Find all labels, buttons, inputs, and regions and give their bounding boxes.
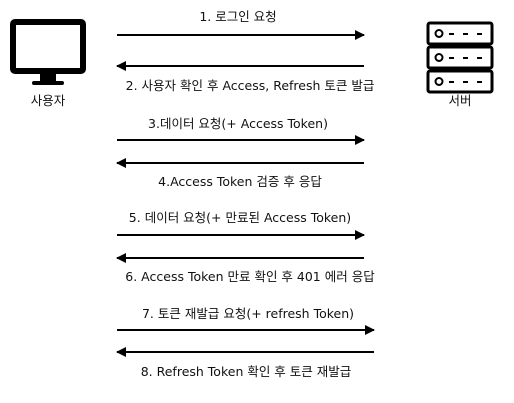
message-1: 1. 로그인 요청 — [117, 9, 365, 40]
message-2-label: 2. 사용자 확인 후 Access, Refresh 토큰 발급 — [126, 78, 375, 93]
message-8: 8. Refresh Token 확인 후 토큰 재발급 — [116, 347, 374, 379]
server-icon — [426, 21, 494, 94]
message-6: 6. Access Token 만료 확인 후 401 에러 응답 — [116, 253, 375, 284]
message-2: 2. 사용자 확인 후 Access, Refresh 토큰 발급 — [116, 61, 375, 93]
message-7-label: 7. 토큰 재발급 요청(+ refresh Token) — [142, 306, 354, 321]
message-3-label: 3.데이터 요청(+ Access Token) — [148, 116, 328, 131]
client-label: 사용자 — [31, 93, 66, 108]
server-label: 서버 — [448, 93, 471, 108]
message-7: 7. 토큰 재발급 요청(+ refresh Token) — [117, 306, 375, 335]
message-3: 3.데이터 요청(+ Access Token) — [117, 116, 365, 145]
message-5-label: 5. 데이터 요청(+ 만료된 Access Token) — [129, 210, 351, 225]
message-6-label: 6. Access Token 만료 확인 후 401 에러 응답 — [125, 269, 375, 284]
monitor-icon — [10, 19, 86, 85]
message-8-label: 8. Refresh Token 확인 후 토큰 재발급 — [141, 364, 352, 379]
message-5: 5. 데이터 요청(+ 만료된 Access Token) — [117, 210, 365, 240]
message-4: 4.Access Token 검증 후 응답 — [116, 158, 364, 189]
message-1-label: 1. 로그인 요청 — [199, 9, 276, 24]
message-4-label: 4.Access Token 검증 후 응답 — [158, 174, 322, 189]
